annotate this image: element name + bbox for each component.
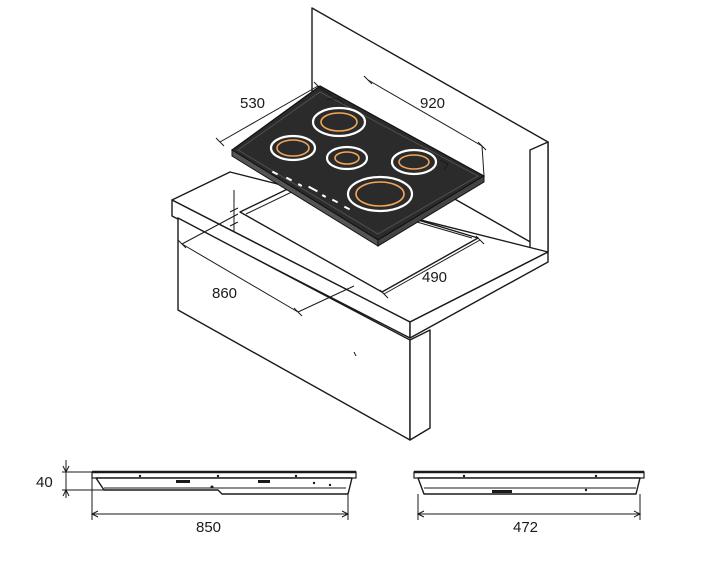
cooking-zone-left	[269, 134, 317, 162]
front-view	[413, 470, 645, 495]
dimension-side-width	[90, 478, 350, 520]
cooking-zone-right	[390, 148, 438, 176]
control-panel	[271, 170, 351, 211]
dimension-cutout-width	[177, 213, 355, 317]
cooktop	[230, 85, 486, 247]
back-wall	[311, 7, 549, 261]
label-cutout-depth: 490	[422, 269, 447, 286]
cabinet	[177, 217, 431, 441]
dimension-cutout-depth	[379, 235, 485, 299]
label-hob-depth: 530	[240, 95, 265, 112]
side-view	[91, 470, 357, 495]
dimension-hob-depth	[215, 81, 333, 147]
cooking-zone-center	[325, 145, 369, 171]
dimension-edge-offset	[229, 190, 239, 232]
dimension-hob-height	[62, 460, 104, 498]
cooking-zone-front	[346, 175, 414, 213]
dimension-hob-width	[363, 75, 487, 177]
label-cutout-width: 860	[212, 285, 237, 302]
dimension-front-depth	[416, 494, 642, 520]
label-side-width: 850	[196, 519, 221, 536]
label-hob-width: 920	[420, 95, 445, 112]
label-hob-height: 40	[36, 474, 53, 491]
cooking-zone-rear-left	[311, 106, 367, 138]
label-front-depth: 472	[513, 519, 538, 536]
